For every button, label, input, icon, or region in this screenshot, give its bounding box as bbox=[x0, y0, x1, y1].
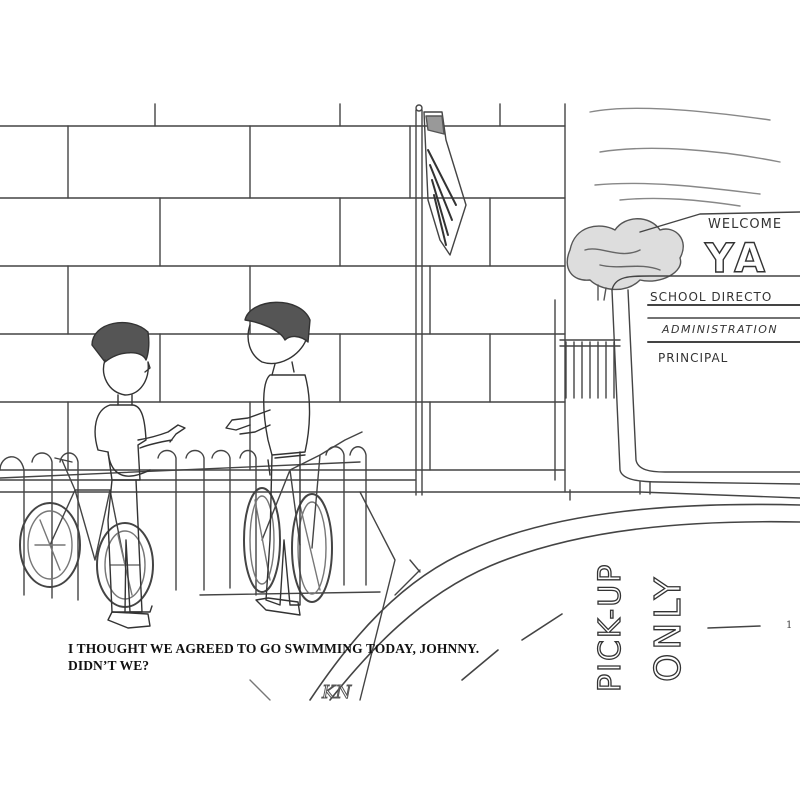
signature-lines bbox=[249, 679, 271, 701]
flagpole bbox=[415, 104, 423, 496]
caption: I THOUGHT WE AGREED TO GO SWIMMING TODAY… bbox=[68, 640, 498, 674]
curb bbox=[309, 503, 800, 701]
pavement-pickup: PICK-UP bbox=[593, 563, 628, 692]
pavement-only: ONLY bbox=[648, 573, 689, 682]
road-markings bbox=[461, 613, 761, 681]
tree bbox=[566, 218, 684, 301]
sidewalk bbox=[0, 479, 800, 701]
brick-wall bbox=[0, 103, 566, 493]
sign-school-letters: YA bbox=[704, 236, 769, 282]
pavement-text: PICK-UP ONLY bbox=[592, 562, 689, 693]
bicycle-right bbox=[243, 431, 363, 603]
sign-row-1: SCHOOL DIRECTO bbox=[650, 290, 772, 304]
boy-right bbox=[225, 301, 311, 616]
sign-text: WELCOME YA SCHOOL DIRECTO ADMINISTRATION… bbox=[650, 217, 782, 365]
artist-signature: KN bbox=[321, 682, 352, 703]
school-sign bbox=[611, 211, 800, 495]
sign-row-3: PRINCIPAL bbox=[658, 351, 728, 365]
boy-left bbox=[91, 321, 186, 629]
sign-row-2: ADMINISTRATION bbox=[661, 323, 778, 336]
flag bbox=[423, 111, 467, 256]
school-fence bbox=[559, 339, 621, 399]
page-mark: 1 bbox=[786, 620, 793, 631]
caption-line-1: I THOUGHT WE AGREED TO GO SWIMMING TODAY… bbox=[68, 641, 480, 656]
caption-line-2: DIDN’T WE? bbox=[68, 658, 150, 673]
sign-welcome: WELCOME bbox=[708, 217, 782, 232]
clouds bbox=[589, 107, 781, 207]
